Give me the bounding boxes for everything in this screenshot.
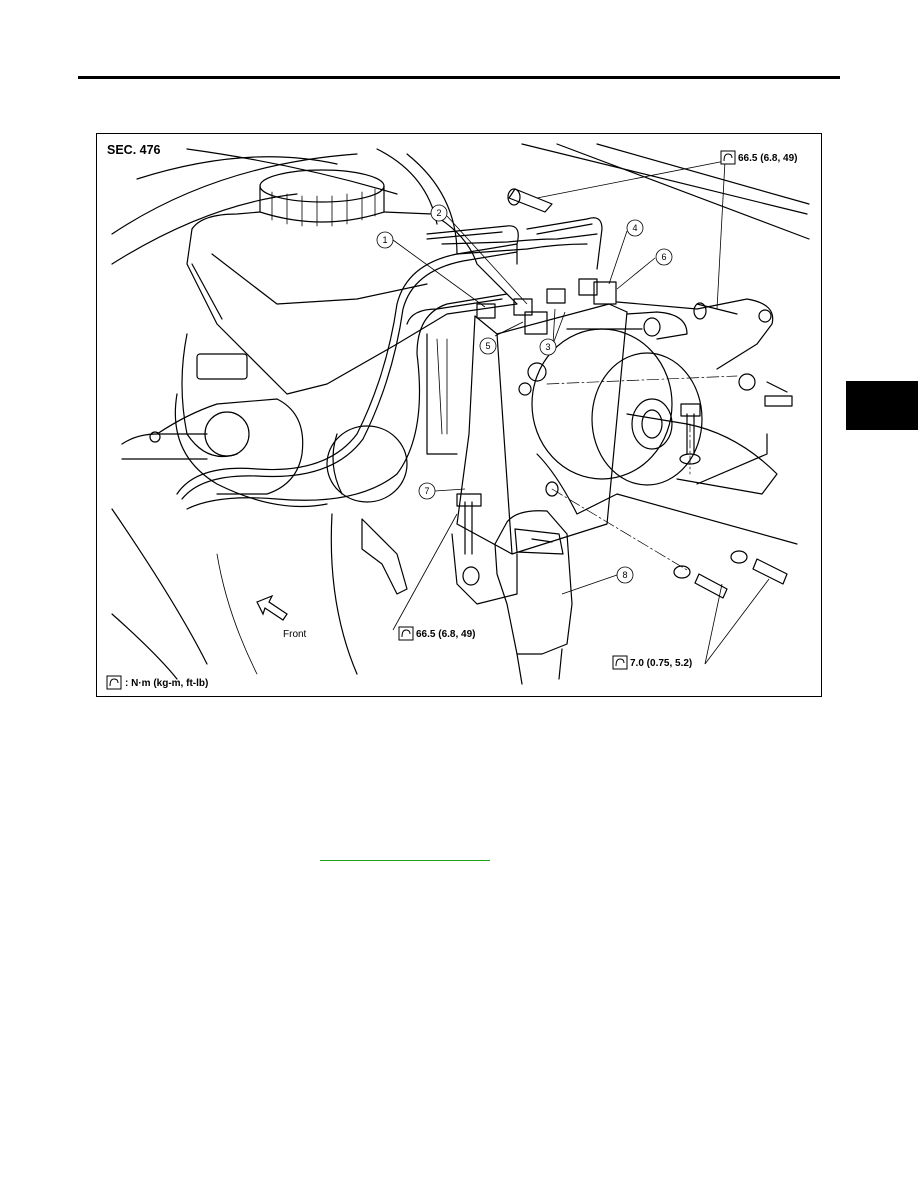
callout-2 bbox=[430, 204, 448, 222]
callout-5-label: 5 bbox=[485, 341, 490, 351]
callout-1 bbox=[376, 231, 394, 249]
header-rule bbox=[78, 76, 840, 79]
callout-5 bbox=[479, 337, 497, 355]
callout-7 bbox=[418, 482, 436, 500]
callout-6-label: 6 bbox=[661, 252, 666, 262]
torque-label-bottom: 66.5 (6.8, 49) bbox=[416, 629, 475, 640]
front-arrow-icon bbox=[256, 594, 288, 621]
callout-4 bbox=[626, 219, 644, 237]
abs-actuator-figure: 1 2 3 4 5 6 7 8 SEC. 476 66.5 (6.8, 49) … bbox=[96, 133, 822, 697]
figure-illustration: 1 2 3 4 5 6 7 8 SEC. 476 66.5 (6.8, 49) … bbox=[106, 143, 810, 690]
callout-6 bbox=[655, 248, 673, 266]
callout-8-label: 8 bbox=[622, 570, 627, 580]
section-side-tab[interactable] bbox=[846, 381, 918, 430]
callout-2-label: 2 bbox=[436, 208, 441, 218]
callout-3-label: 3 bbox=[545, 342, 550, 352]
callout-3 bbox=[539, 338, 557, 356]
torque-legend: : N·m (kg-m, ft-lb) bbox=[125, 678, 208, 689]
callout-8 bbox=[616, 566, 634, 584]
section-label: SEC. 476 bbox=[107, 143, 161, 157]
callout-1-label: 1 bbox=[382, 235, 387, 245]
reference-link-underline[interactable] bbox=[320, 860, 490, 861]
torque-label-right: 7.0 (0.75, 5.2) bbox=[630, 658, 692, 669]
callout-7-label: 7 bbox=[424, 486, 429, 496]
front-label: Front bbox=[283, 629, 307, 640]
torque-label-top: 66.5 (6.8, 49) bbox=[738, 153, 797, 164]
callout-4-label: 4 bbox=[632, 223, 637, 233]
torque-wrench-icon bbox=[106, 150, 736, 690]
